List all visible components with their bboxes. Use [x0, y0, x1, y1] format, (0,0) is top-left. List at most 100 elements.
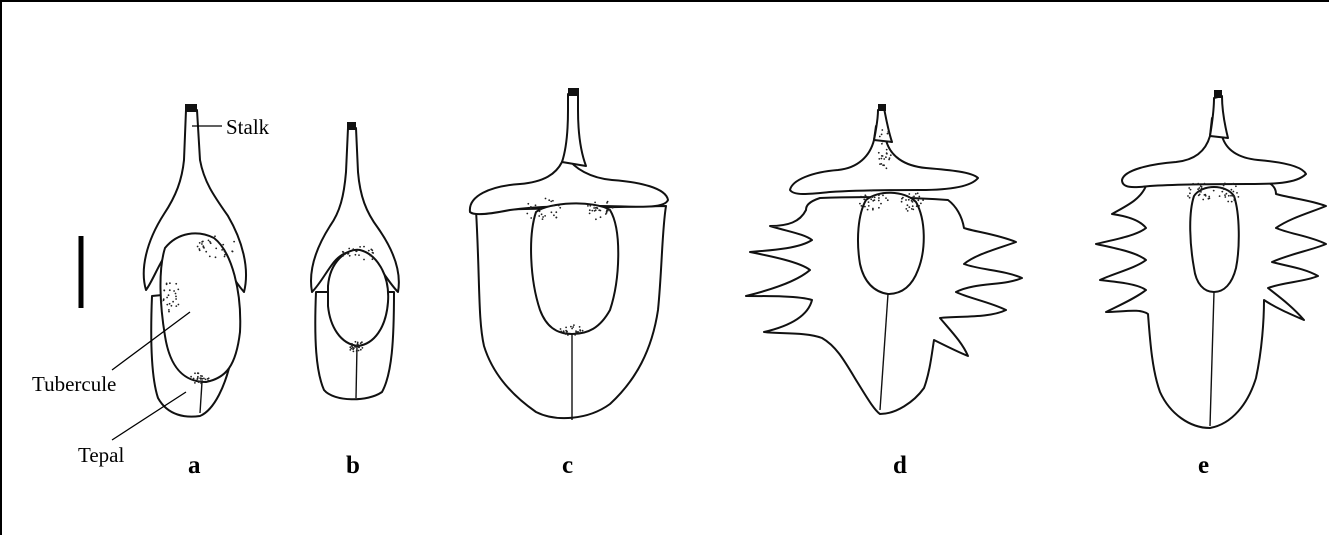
stipple-dot — [233, 241, 235, 243]
stipple-dot — [175, 283, 177, 285]
stipple-dot — [888, 141, 890, 143]
stipple-dot — [1232, 183, 1234, 185]
stipple-dot — [872, 196, 874, 198]
stipple-dot — [1233, 191, 1235, 193]
stipple-dot — [539, 210, 541, 212]
stipple-dot — [356, 350, 358, 352]
stipple-dot — [215, 256, 217, 258]
stipple-dot — [541, 213, 543, 215]
stipple-dot — [870, 198, 872, 200]
stipple-dot — [874, 197, 876, 199]
stipple-dot — [612, 207, 614, 209]
stipple-dot — [353, 348, 355, 350]
stipple-dot — [560, 328, 562, 330]
stipple-dot — [579, 330, 581, 332]
fruit-c-stalk — [562, 94, 586, 166]
stipple-dot — [353, 249, 355, 251]
stipple-dot — [542, 218, 544, 220]
stipple-dot — [1209, 186, 1211, 188]
stipple-dot — [558, 205, 560, 207]
stipple-dot — [886, 167, 888, 169]
stipple-dot — [1229, 191, 1231, 193]
fruit-b-tubercule — [328, 250, 388, 346]
stipple-dot — [354, 346, 356, 348]
stipple-dot — [224, 256, 226, 258]
stipple-dot — [871, 190, 873, 192]
stipple-dot — [885, 197, 887, 199]
stipple-dot — [907, 210, 909, 212]
stipple-dot — [1189, 197, 1191, 199]
stipple-dot — [205, 251, 207, 253]
stipple-dot — [878, 207, 880, 209]
stipple-dot — [166, 304, 168, 306]
stipple-dot — [190, 376, 192, 378]
stipple-dot — [863, 199, 865, 201]
stipple-dot — [351, 344, 353, 346]
fruit-e-stalk-tip — [1214, 90, 1222, 98]
stipple-dot — [1230, 195, 1232, 197]
stipple-dot — [1226, 193, 1228, 195]
stipple-dot — [881, 158, 883, 160]
stipple-dot — [193, 378, 195, 380]
stipple-dot — [912, 205, 914, 207]
stipple-dot — [175, 298, 177, 300]
stipple-dot — [360, 349, 362, 351]
stipple-dot — [1224, 196, 1226, 198]
stipple-dot — [565, 327, 567, 329]
stipple-dot — [1199, 191, 1201, 193]
stipple-dot — [526, 213, 528, 215]
stipple-dot — [881, 143, 883, 145]
stipple-dot — [860, 196, 862, 198]
stipple-dot — [535, 204, 537, 206]
stipple-dot — [169, 282, 171, 284]
stipple-dot — [199, 242, 201, 244]
stipple-dot — [552, 200, 554, 202]
stipple-dot — [355, 254, 357, 256]
stipple-dot — [1221, 187, 1223, 189]
stipple-dot — [169, 289, 171, 291]
stipple-dot — [370, 249, 372, 251]
stipple-dot — [600, 210, 602, 212]
stipple-dot — [530, 208, 532, 210]
stipple-dot — [917, 192, 919, 194]
panel-label-d: d — [893, 452, 907, 479]
stipple-dot — [1204, 183, 1206, 185]
stipple-dot — [591, 210, 593, 212]
stipple-dot — [191, 379, 193, 381]
stipple-dot — [883, 158, 885, 160]
stipple-dot — [901, 201, 903, 203]
stipple-dot — [594, 202, 596, 204]
stipple-dot — [175, 293, 177, 295]
stalk-label: Stalk — [226, 115, 270, 139]
stipple-dot — [908, 199, 910, 201]
stipple-dot — [200, 383, 202, 385]
fruit-b: b — [311, 122, 399, 479]
stipple-dot — [1231, 201, 1233, 203]
stipple-dot — [200, 375, 202, 377]
stipple-dot — [370, 254, 372, 256]
fruit-a-stalk-tip — [185, 104, 197, 112]
stipple-dot — [1219, 195, 1221, 197]
stipple-dot — [881, 134, 883, 136]
stipple-dot — [362, 347, 364, 349]
stipple-dot — [908, 193, 910, 195]
fruit-c-stalk-tip — [568, 88, 579, 96]
stipple-dot — [908, 196, 910, 198]
fruit-d-tubercule — [858, 193, 924, 294]
stipple-dot — [885, 156, 887, 158]
stipple-dot — [1204, 194, 1206, 196]
stipple-dot — [1224, 194, 1226, 196]
stipple-dot — [567, 334, 569, 336]
tepal-leader-line — [112, 392, 186, 440]
stipple-dot — [867, 209, 869, 211]
stipple-dot — [201, 378, 203, 380]
stipple-dot — [890, 154, 892, 156]
stipple-dot — [359, 246, 361, 248]
stipple-dot — [908, 206, 910, 208]
stipple-dot — [357, 342, 359, 344]
stipple-dot — [530, 206, 532, 208]
stipple-dot — [571, 328, 573, 330]
fruit-e-stalk — [1210, 96, 1228, 138]
stipple-dot — [878, 158, 880, 160]
